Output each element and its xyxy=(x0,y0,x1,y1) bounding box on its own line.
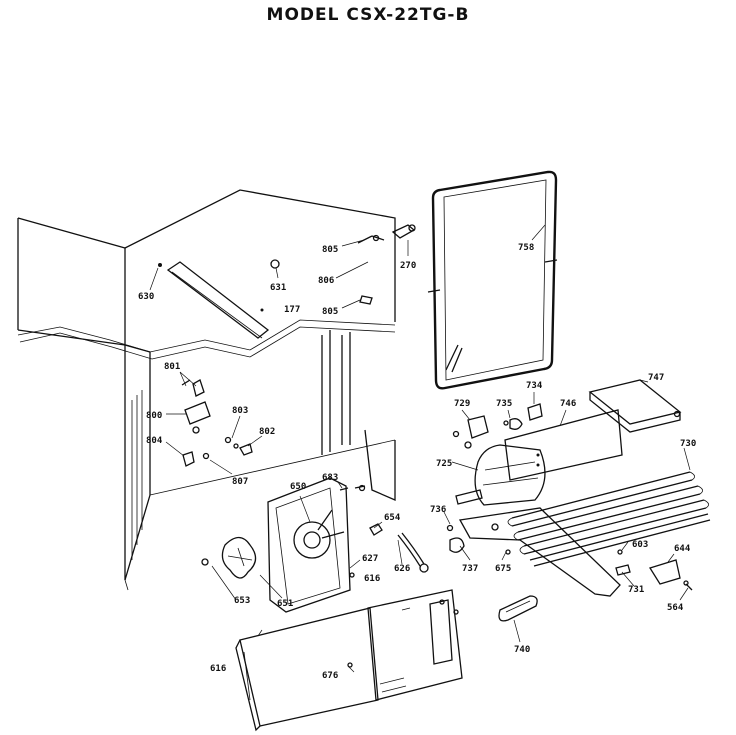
part-label-683: 683 xyxy=(322,473,338,483)
part-label-650: 650 xyxy=(290,482,306,492)
cabinet-body xyxy=(17,189,396,591)
part-label-740: 740 xyxy=(514,645,530,655)
part-label-177: 177 xyxy=(284,305,300,315)
condenser-coil xyxy=(507,471,711,567)
part-label-729: 729 xyxy=(454,399,470,409)
part-label-747: 747 xyxy=(648,373,664,383)
part-label-616: 616 xyxy=(210,664,226,674)
access-panels xyxy=(235,589,463,732)
part-label-603: 603 xyxy=(632,540,648,550)
part-label-676: 676 xyxy=(322,671,338,681)
part-label-630: 630 xyxy=(138,292,154,302)
part-label-746: 746 xyxy=(560,399,576,409)
part-label-653: 653 xyxy=(234,596,250,606)
part-label-631: 631 xyxy=(270,283,286,293)
part-label-734: 734 xyxy=(526,381,543,391)
part-label-800: 800 xyxy=(146,411,162,421)
part-label-616-small: 616 xyxy=(364,574,380,584)
part-label-270: 270 xyxy=(400,261,416,271)
part-label-675: 675 xyxy=(495,564,511,574)
part-label-730: 730 xyxy=(680,439,696,449)
door-gasket xyxy=(427,170,558,390)
part-label-805-top: 805 xyxy=(322,245,338,255)
part-label-804: 804 xyxy=(146,436,163,446)
compressor-assembly xyxy=(446,379,711,622)
leader-lines xyxy=(149,224,691,673)
part-label-803: 803 xyxy=(232,406,248,416)
part-label-654: 654 xyxy=(384,513,401,523)
part-label-806: 806 xyxy=(318,276,334,286)
model-title: MODEL CSX-22TG-B xyxy=(266,5,470,25)
part-label-725: 725 xyxy=(436,459,452,469)
part-label-736: 736 xyxy=(430,505,446,515)
part-labels: 630 631 177 805 806 805 270 758 801 800 … xyxy=(138,243,696,681)
part-label-805-bottom: 805 xyxy=(322,307,338,317)
part-label-626: 626 xyxy=(394,564,410,574)
part-label-802: 802 xyxy=(259,427,275,437)
part-label-564: 564 xyxy=(667,603,684,613)
part-label-807: 807 xyxy=(232,477,248,487)
part-label-627: 627 xyxy=(362,554,378,564)
fan-assembly xyxy=(201,477,429,613)
cabinet-fasteners xyxy=(158,224,416,467)
part-label-731: 731 xyxy=(628,585,644,595)
part-label-758: 758 xyxy=(518,243,534,253)
part-label-644: 644 xyxy=(674,544,691,554)
part-label-651: 651 xyxy=(277,599,293,609)
part-label-735: 735 xyxy=(496,399,512,409)
part-label-737: 737 xyxy=(462,564,478,574)
part-label-801: 801 xyxy=(164,362,180,372)
